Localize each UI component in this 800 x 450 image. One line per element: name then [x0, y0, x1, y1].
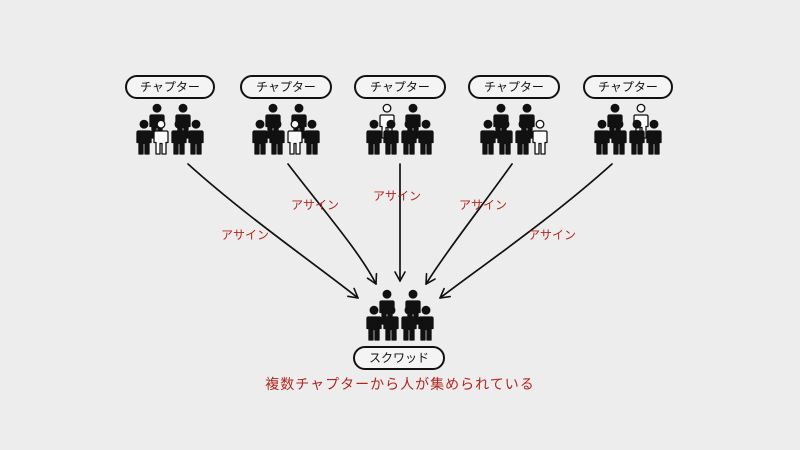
squad-group [366, 289, 434, 341]
assign-label-2: アサイン [291, 198, 340, 212]
squad-group-person [418, 305, 434, 341]
chapter-group-5 [594, 103, 662, 155]
chapter-group-5-person [646, 119, 662, 155]
chapter-group-2 [252, 103, 320, 155]
chapter-group-4 [480, 103, 548, 155]
chapter-group-1-person [136, 119, 152, 155]
chapter-group-1-person [171, 119, 187, 155]
chapter-group-1 [136, 103, 204, 155]
assign-label-4: アサイン [459, 198, 508, 212]
chapter-label-5: チャプター [583, 75, 673, 99]
squad-group-person [383, 305, 399, 341]
chapter-group-2-person [287, 119, 303, 155]
chapter-group-4-person [497, 119, 513, 155]
chapter-group-2-person [269, 119, 285, 155]
assign-label-1: アサイン [221, 228, 270, 242]
chapter-group-4-person [532, 119, 548, 155]
chapter-label-3: チャプター [354, 75, 446, 99]
chapter-group-3-person [418, 119, 434, 155]
chapter-group-1-person [153, 119, 169, 155]
squad-group-person [366, 305, 382, 341]
chapter-label-2: チャプター [240, 75, 332, 99]
chapter-group-3-person [366, 119, 382, 155]
chapter-group-2-person [252, 119, 268, 155]
squad-label: スクワッド [353, 346, 445, 370]
chapter-group-5-person [629, 119, 645, 155]
chapter-group-5-person [594, 119, 610, 155]
chapter-label-4: チャプター [468, 75, 560, 99]
assign-arrow-5 [439, 163, 613, 299]
assign-arrow-1 [187, 163, 359, 299]
chapter-group-1-person [188, 119, 204, 155]
chapter-label-1: チャプター [125, 75, 215, 99]
squad-group-person [401, 305, 417, 341]
chapter-group-3 [366, 103, 434, 155]
chapter-group-4-person [480, 119, 496, 155]
chapter-group-3-person [383, 119, 399, 155]
assign-arrow-4 [425, 163, 513, 285]
chapter-group-4-person [515, 119, 531, 155]
chapter-group-2-person [304, 119, 320, 155]
assign-arrow-2 [287, 163, 378, 285]
assign-label-3: アサイン [373, 189, 422, 203]
chapter-group-5-person [611, 119, 627, 155]
caption: 複数チャプターから人が集められている [265, 377, 535, 393]
chapter-group-3-person [401, 119, 417, 155]
assign-label-5: アサイン [528, 228, 577, 242]
